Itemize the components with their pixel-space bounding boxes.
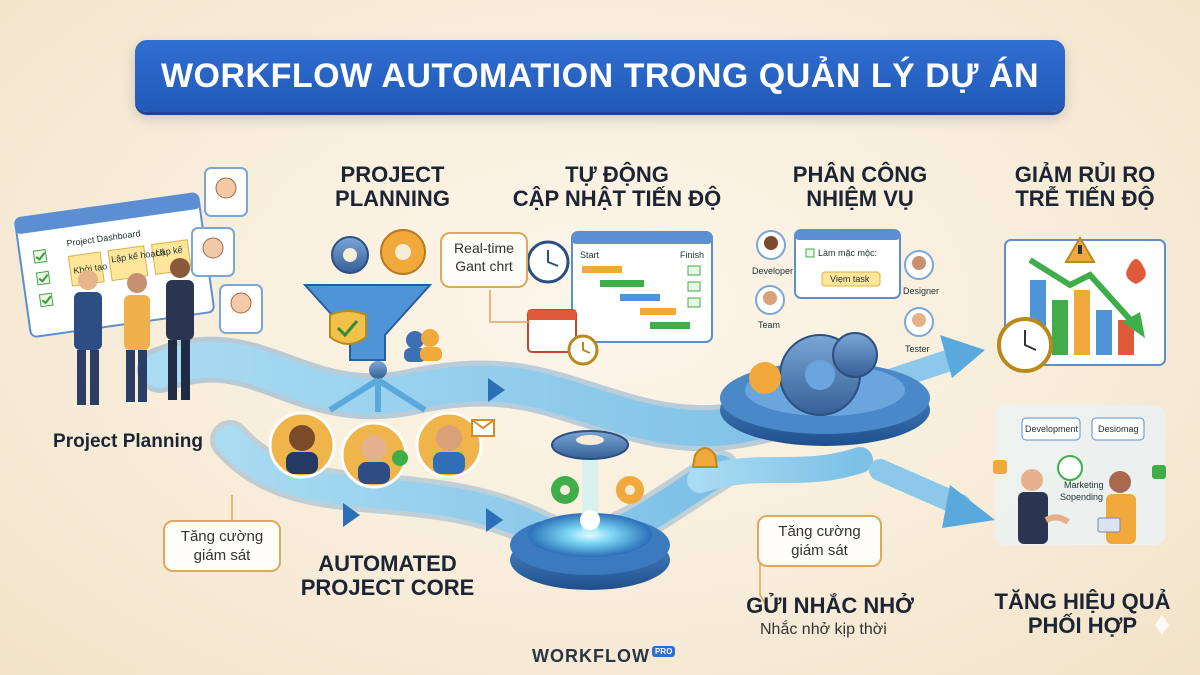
collab-card-2: Desiomag	[1098, 424, 1139, 434]
callout-monitoring-left: Tăng cường giám sát	[163, 520, 281, 572]
label-reduce-delay-risk: GIẢM RỦI RO TRỄ TIẾN ĐỘ	[1014, 162, 1156, 211]
gantt-start-label: Start	[580, 250, 600, 260]
collab-card-1: Development	[1025, 424, 1079, 434]
label-project-planning: PROJECT PLANNING	[335, 162, 450, 211]
project-dashboard-illustration: Project Dashboard Khởi tạo Lập kế hoạch …	[14, 167, 263, 405]
task-assignment-illustration: Làm mặc mộc: Viẹm task Developer Team De…	[752, 229, 939, 354]
dashboard-col-3: Lập kế	[155, 244, 183, 258]
dashboard-col-1: Khởi tạo	[73, 261, 108, 276]
label-task-assignment: PHÂN CÔNG NHIỆM VỤ	[792, 162, 928, 211]
page-title: WORKFLOW AUTOMATION TRONG QUẢN LÝ DỰ ÁN	[160, 56, 1040, 95]
role-team: Team	[758, 320, 780, 330]
role-designer: Designer	[903, 286, 939, 296]
label-automated-project-core: AUTOMATED PROJECT CORE	[300, 551, 475, 600]
role-tester: Tester	[905, 344, 930, 354]
callout-monitoring-right: Tăng cường giám sát	[757, 515, 882, 567]
gantt-finish-label: Finish	[680, 250, 704, 260]
automated-core-illustration	[510, 430, 719, 590]
gantt-chart-illustration: Start Finish	[489, 231, 713, 366]
role-developer: Developer	[752, 266, 793, 276]
label-auto-update-progress: TỰ ĐỘNG CẬP NHẬT TIẾN ĐỘ	[512, 162, 722, 211]
collab-card-3: Marketing	[1064, 480, 1104, 490]
team-avatars	[268, 411, 495, 489]
assign-panel-header: Làm mặc mộc:	[818, 248, 877, 258]
label-send-reminders: GỬI NHẮC NHỞ	[746, 593, 914, 618]
callout-realtime-gantt: Real-time Gant chrt	[440, 232, 528, 288]
assign-panel-button: Viẹm task	[830, 274, 870, 284]
label-improve-collaboration: TĂNG HIỆU QUẢ PHỐI HỢP	[994, 589, 1171, 638]
risk-chart-illustration	[997, 236, 1166, 373]
title-banner: WORKFLOW AUTOMATION TRONG QUẢN LÝ DỰ ÁN	[135, 40, 1065, 112]
label-reminder-sub: Nhắc nhở kịp thời	[760, 621, 887, 638]
collaboration-illustration: Development Desiomag Marketing Sopending	[993, 405, 1166, 545]
planning-funnel-illustration	[302, 229, 442, 413]
collab-card-4: Sopending	[1060, 492, 1103, 502]
label-project-planning-left: Project Planning	[53, 431, 203, 452]
right-gear-platform	[720, 332, 930, 446]
